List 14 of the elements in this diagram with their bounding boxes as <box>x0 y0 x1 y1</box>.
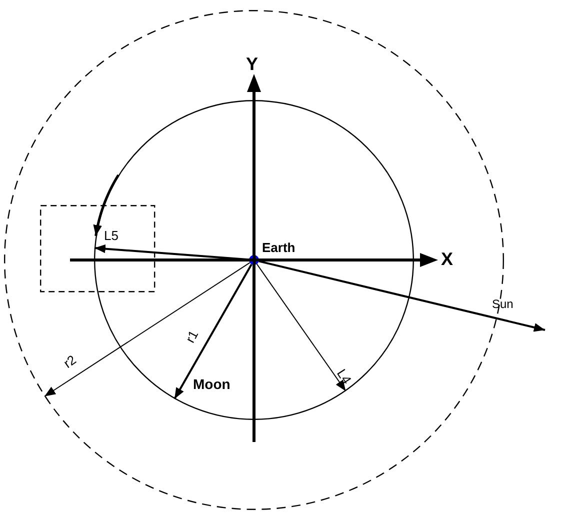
arrow <box>174 264 252 400</box>
body-label: Moon <box>193 377 230 391</box>
axis-label: X <box>441 250 454 268</box>
edge-label: L5 <box>104 229 118 242</box>
edge-label: L4 <box>334 366 354 386</box>
edge-label: Sun <box>492 298 514 310</box>
arrow <box>44 262 250 397</box>
axis-label: Y <box>246 55 258 73</box>
arrow <box>256 264 346 392</box>
node-label: Earth <box>262 241 296 254</box>
edge-label: r2 <box>61 352 78 370</box>
arrow <box>258 260 546 332</box>
arrow <box>94 244 250 261</box>
edge-label: r1 <box>183 328 200 345</box>
